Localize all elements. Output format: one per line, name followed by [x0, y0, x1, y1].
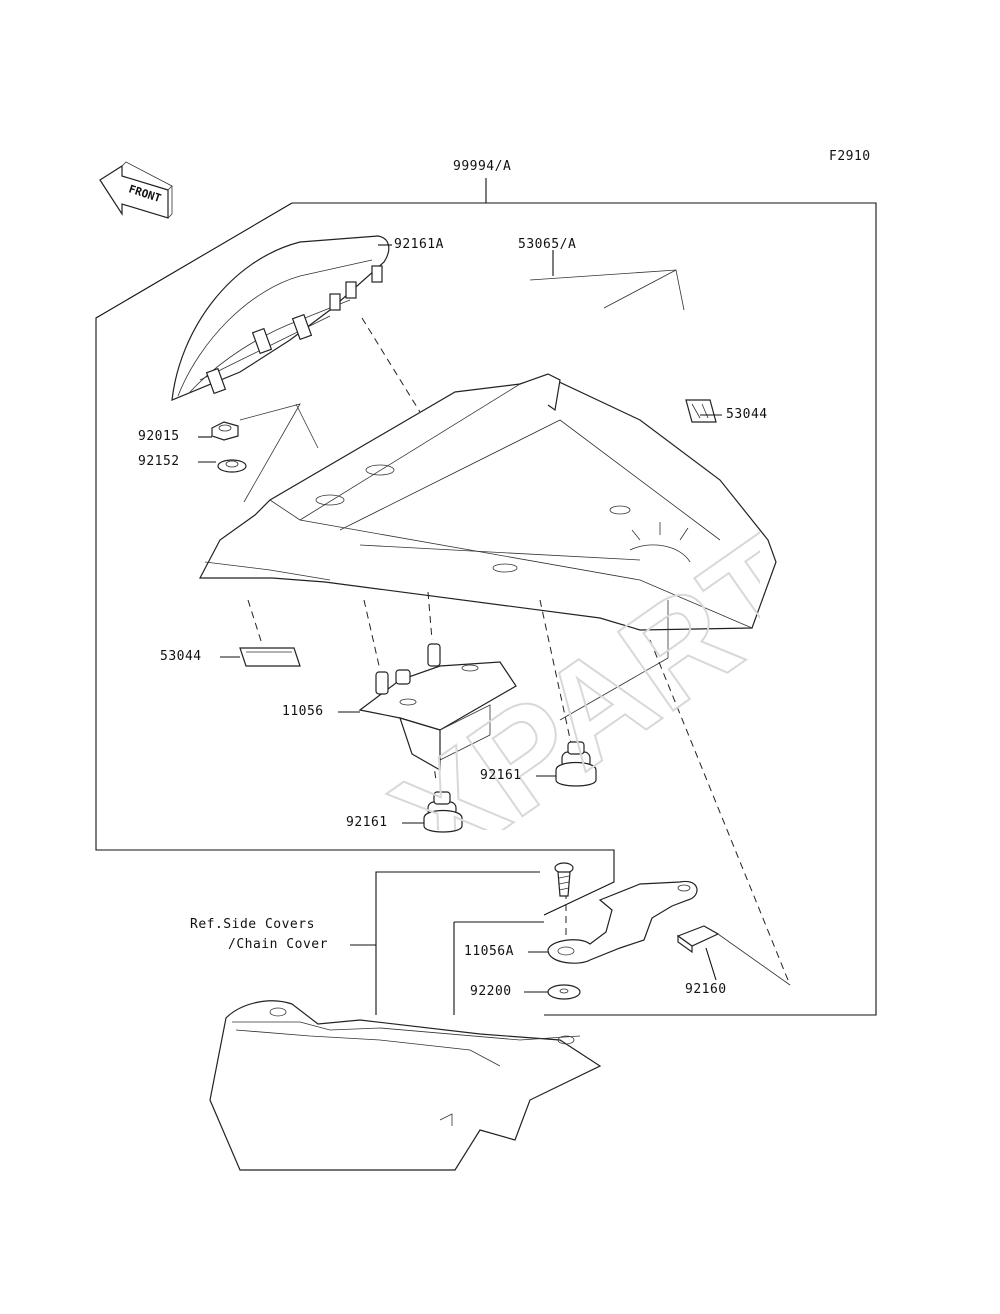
leader-lines	[198, 244, 722, 993]
damper-92161-bottom	[423, 791, 463, 833]
seat-cover-body	[199, 373, 777, 631]
label-53065A: 53065/A	[518, 237, 577, 252]
kit-outline	[95, 178, 877, 1016]
watermark: XPARTS	[364, 450, 760, 830]
label-92161A: 92161A	[394, 237, 444, 252]
label-11056A: 11056A	[464, 944, 514, 959]
label-53044-right: 53044	[726, 407, 768, 422]
svg-text:XPARTS: XPARTS	[365, 451, 760, 830]
label-92161-right: 92161	[480, 768, 522, 783]
side-cover-reference	[209, 1000, 602, 1171]
bracket-11056A	[547, 880, 698, 964]
ref-line-1: Ref.Side Covers	[190, 917, 315, 932]
nut-92015	[211, 421, 239, 441]
ref-line-2: /Chain Cover	[228, 937, 328, 952]
label-11056: 11056	[282, 704, 324, 719]
label-92200: 92200	[470, 984, 512, 999]
label-92160: 92160	[685, 982, 727, 997]
label-92015: 92015	[138, 429, 180, 444]
label-53044-left: 53044	[160, 649, 202, 664]
bracket-11056	[358, 643, 517, 772]
label-92152: 92152	[138, 454, 180, 469]
label-92161-bottom: 92161	[346, 815, 388, 830]
clip-53044-left	[239, 647, 301, 667]
figure-code: F2910	[829, 149, 871, 164]
pad-92160	[676, 925, 791, 986]
bolt-11056A	[554, 862, 574, 897]
label-99994A: 99994/A	[453, 159, 512, 174]
washer-92200	[547, 984, 581, 1000]
collar-92152	[217, 459, 247, 473]
front-arrow-icon	[99, 161, 173, 219]
damper-92161-right	[555, 741, 597, 787]
clip-53044-right	[685, 399, 717, 423]
seat-cowl-top	[171, 235, 390, 401]
